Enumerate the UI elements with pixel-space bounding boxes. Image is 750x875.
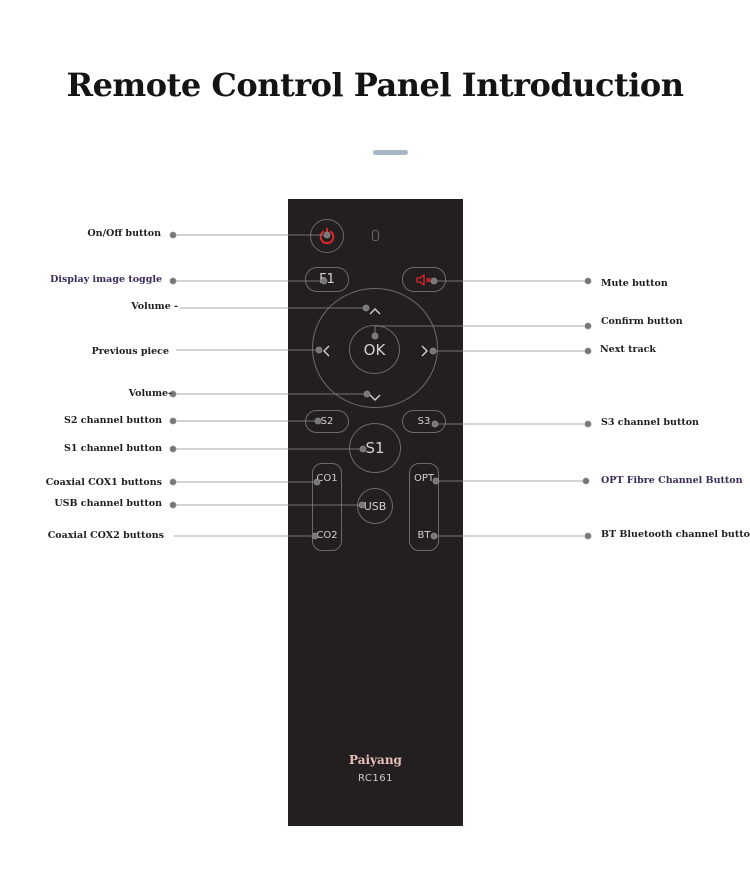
indicator-led — [372, 230, 379, 241]
label-volume-up: Volume - — [131, 301, 178, 312]
label-s1: S1 channel button — [64, 443, 162, 454]
label-opt: OPT Fibre Channel Button — [601, 475, 743, 486]
s3-button[interactable]: S3 — [402, 410, 446, 433]
title-accent-bar — [373, 150, 408, 155]
s3-label: S3 — [417, 416, 431, 427]
label-previous: Previous piece — [91, 346, 169, 357]
chevron-right-icon — [421, 345, 428, 357]
model-number: RC161 — [357, 773, 394, 784]
bt-button[interactable]: BT — [417, 530, 431, 541]
opt-bt-button-group: OPT BT — [409, 463, 439, 551]
usb-label: USB — [363, 499, 387, 513]
label-next: Next track — [600, 344, 657, 355]
label-bt: BT Bluetooth channel button — [601, 529, 750, 540]
label-display-toggle: Display image toggle — [50, 274, 162, 285]
s1-label: S1 — [365, 439, 385, 457]
mute-button[interactable] — [402, 267, 446, 292]
ok-label: OK — [363, 340, 386, 359]
volume-down-button[interactable] — [367, 389, 383, 401]
chevron-up-icon — [369, 308, 381, 315]
volume-up-button[interactable] — [367, 302, 383, 315]
label-s2: S2 channel button — [64, 415, 162, 426]
label-co1: Coaxial COX1 buttons — [45, 477, 162, 488]
page-title: Remote Control Panel Introduction — [66, 66, 684, 104]
chevron-left-icon — [323, 345, 330, 357]
previous-button[interactable] — [320, 343, 332, 357]
s2-label: S2 — [320, 416, 334, 427]
label-s3: S3 channel button — [601, 417, 699, 428]
mute-icon — [416, 273, 431, 286]
label-confirm: Confirm button — [601, 316, 683, 327]
coaxial-button-group: CO1 CO2 — [312, 463, 342, 551]
co1-button[interactable]: CO1 — [316, 473, 338, 484]
label-co2: Coaxial COX2 buttons — [47, 530, 164, 541]
usb-button[interactable]: USB — [357, 488, 393, 524]
opt-button[interactable]: OPT — [413, 473, 434, 484]
ok-button[interactable]: OK — [349, 325, 400, 374]
s2-button[interactable]: S2 — [305, 410, 349, 433]
brand-logo: Paiyang — [349, 753, 402, 767]
label-power: On/Off button — [87, 228, 161, 239]
label-volume-down: Volume- — [128, 388, 172, 399]
label-mute: Mute button — [601, 278, 668, 289]
co2-button[interactable]: CO2 — [316, 530, 338, 541]
next-button[interactable] — [419, 343, 431, 357]
chevron-down-icon — [369, 394, 381, 401]
navigation-ring — [312, 288, 438, 408]
s1-button[interactable]: S1 — [349, 423, 401, 473]
label-usb: USB channel button — [54, 498, 162, 509]
